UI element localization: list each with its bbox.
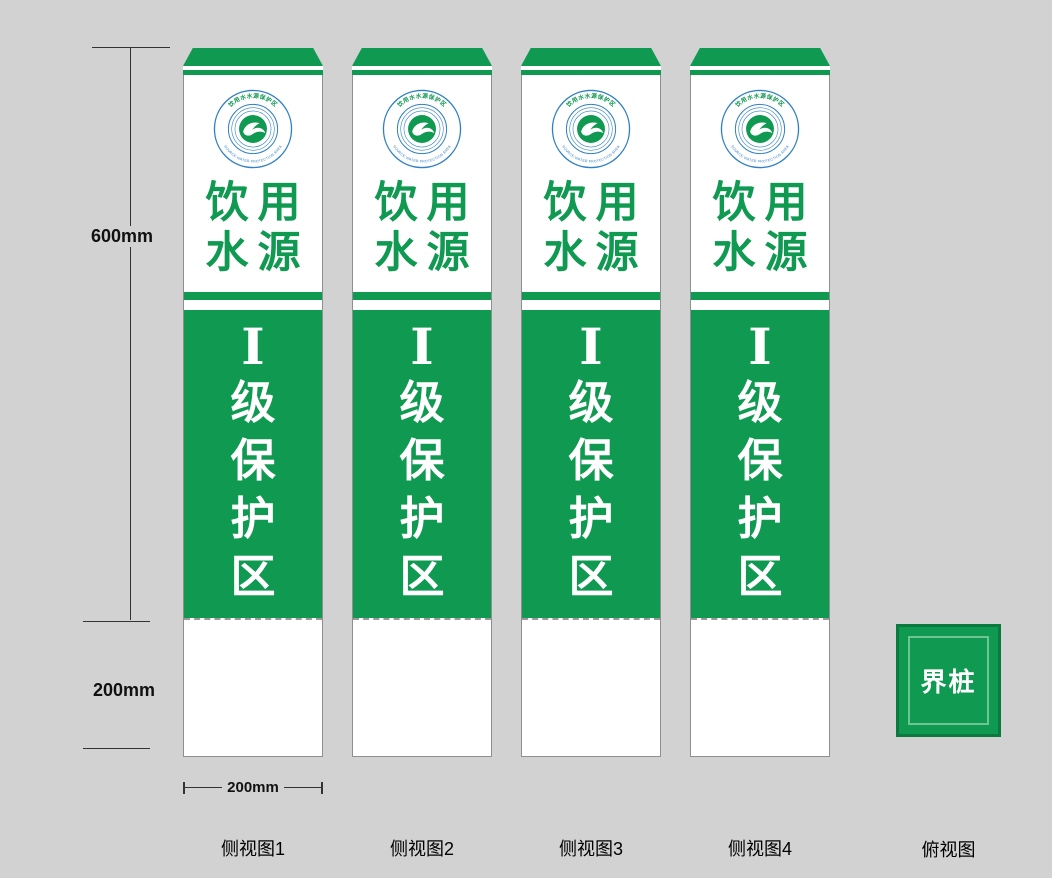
dimension-label-width: 200mm <box>227 779 279 796</box>
pillar-column: 饮用水水源保护区 SOURCE WATER PROTECTION AREA 饮用… <box>521 48 661 861</box>
logo-section: 饮用水水源保护区 SOURCE WATER PROTECTION AREA 饮用… <box>184 75 322 292</box>
top-view-label: 界桩 <box>920 667 977 697</box>
top-view-marker: 界桩 <box>896 624 1001 737</box>
zone-char: 护 <box>230 493 276 544</box>
zone-char-level: I <box>748 317 772 376</box>
water-protection-logo-icon: 饮用水水源保护区 SOURCE WATER PROTECTION AREA <box>551 89 631 169</box>
pillar-title-line2: 水源 <box>712 229 817 277</box>
pillar-cap-bar <box>352 70 492 75</box>
pillar-column: 饮用水水源保护区 SOURCE WATER PROTECTION AREA 饮用… <box>352 48 492 861</box>
water-protection-logo-icon: 饮用水水源保护区 SOURCE WATER PROTECTION AREA <box>213 89 293 169</box>
divider-gap <box>353 300 491 310</box>
pillar-cap-bar <box>690 70 830 75</box>
top-view-inner-frame: 界桩 <box>908 636 989 725</box>
divider-gap <box>691 300 829 310</box>
pillar-cap-bar <box>183 70 323 75</box>
logo-section: 饮用水水源保护区 SOURCE WATER PROTECTION AREA 饮用… <box>691 75 829 292</box>
dimension-label-buried: 200mm <box>90 680 159 701</box>
zone-char: 区 <box>230 551 276 602</box>
zone-char-level: I <box>410 317 434 376</box>
zone-section: I 级 保 护 区 <box>184 310 322 618</box>
dimension-width-tick-left <box>183 781 185 794</box>
zone-char: 保 <box>568 435 614 486</box>
buried-section <box>184 618 322 756</box>
pillar-title-line2: 水源 <box>205 229 310 277</box>
dimension-line-height <box>130 48 131 620</box>
pillar-body: 饮用水水源保护区 SOURCE WATER PROTECTION AREA 饮用… <box>352 75 492 757</box>
pillar-title-line2: 水源 <box>543 229 648 277</box>
dimension-label-height: 600mm <box>88 226 157 247</box>
zone-char: 护 <box>568 493 614 544</box>
pillar-cap <box>352 48 492 66</box>
pillar-cap <box>183 48 323 66</box>
divider-stripe <box>522 292 660 300</box>
zone-char: 护 <box>737 493 783 544</box>
zone-char: 保 <box>737 435 783 486</box>
pillar-title-line1: 饮用 <box>543 179 648 227</box>
dimension-width-tick-right <box>321 781 324 794</box>
pillar-side-view: 饮用水水源保护区 SOURCE WATER PROTECTION AREA 饮用… <box>690 48 830 757</box>
side-view-caption: 侧视图1 <box>220 839 285 859</box>
zone-char: 级 <box>399 377 445 428</box>
pillar-side-view: 饮用水水源保护区 SOURCE WATER PROTECTION AREA 饮用… <box>521 48 661 757</box>
logo-section: 饮用水水源保护区 SOURCE WATER PROTECTION AREA 饮用… <box>522 75 660 292</box>
zone-char: 级 <box>568 377 614 428</box>
side-view-caption: 侧视图3 <box>558 839 623 859</box>
pillar-title-line1: 饮用 <box>374 179 479 227</box>
dimension-width: 200mm <box>183 779 324 796</box>
zone-char: 区 <box>737 551 783 602</box>
zone-section: I 级 保 护 区 <box>353 310 491 618</box>
pillar-body: 饮用水水源保护区 SOURCE WATER PROTECTION AREA 饮用… <box>521 75 661 757</box>
logo-section: 饮用水水源保护区 SOURCE WATER PROTECTION AREA 饮用… <box>353 75 491 292</box>
divider-gap <box>184 300 322 310</box>
dimension-width-line-left <box>185 787 223 788</box>
pillar-cap-stripe <box>183 66 323 70</box>
zone-char: 保 <box>399 435 445 486</box>
zone-char: 级 <box>230 377 276 428</box>
pillar-side-view: 饮用水水源保护区 SOURCE WATER PROTECTION AREA 饮用… <box>183 48 323 757</box>
zone-section: I 级 保 护 区 <box>522 310 660 618</box>
pillar-cap-bar <box>521 70 661 75</box>
pillar-column: 饮用水水源保护区 SOURCE WATER PROTECTION AREA 饮用… <box>690 48 830 861</box>
side-view-caption: 侧视图2 <box>389 839 454 859</box>
divider-stripe <box>353 292 491 300</box>
pillars-row: 饮用水水源保护区 SOURCE WATER PROTECTION AREA 饮用… <box>183 48 830 861</box>
pillar-cap-stripe <box>521 66 661 70</box>
pillar-title-line1: 饮用 <box>205 179 310 227</box>
side-view-caption: 侧视图4 <box>727 839 792 859</box>
water-protection-logo-icon: 饮用水水源保护区 SOURCE WATER PROTECTION AREA <box>720 89 800 169</box>
zone-char-level: I <box>241 317 265 376</box>
pillar-column: 饮用水水源保护区 SOURCE WATER PROTECTION AREA 饮用… <box>183 48 323 861</box>
zone-char: 保 <box>230 435 276 486</box>
dimension-tick-bottom <box>83 748 150 749</box>
buried-section <box>522 618 660 756</box>
pillar-cap-stripe <box>352 66 492 70</box>
zone-char-level: I <box>579 317 603 376</box>
divider-gap <box>522 300 660 310</box>
zone-char: 区 <box>568 551 614 602</box>
dimension-tick-top <box>92 47 170 48</box>
buried-section <box>353 618 491 756</box>
pillar-cap <box>690 48 830 66</box>
pillar-cap <box>521 48 661 66</box>
dimension-tick-ground <box>83 621 150 622</box>
pillar-cap-stripe <box>690 66 830 70</box>
pillar-body: 饮用水水源保护区 SOURCE WATER PROTECTION AREA 饮用… <box>183 75 323 757</box>
zone-char: 级 <box>737 377 783 428</box>
dimension-width-line-right <box>283 787 322 788</box>
top-view-caption: 俯视图 <box>921 840 976 860</box>
divider-stripe <box>691 292 829 300</box>
zone-char: 区 <box>399 551 445 602</box>
zone-char: 护 <box>399 493 445 544</box>
pillar-title-line1: 饮用 <box>712 179 817 227</box>
pillar-side-view: 饮用水水源保护区 SOURCE WATER PROTECTION AREA 饮用… <box>352 48 492 757</box>
pillar-title-line2: 水源 <box>374 229 479 277</box>
buried-section <box>691 618 829 756</box>
zone-section: I 级 保 护 区 <box>691 310 829 618</box>
divider-stripe <box>184 292 322 300</box>
water-protection-logo-icon: 饮用水水源保护区 SOURCE WATER PROTECTION AREA <box>382 89 462 169</box>
pillar-body: 饮用水水源保护区 SOURCE WATER PROTECTION AREA 饮用… <box>690 75 830 757</box>
